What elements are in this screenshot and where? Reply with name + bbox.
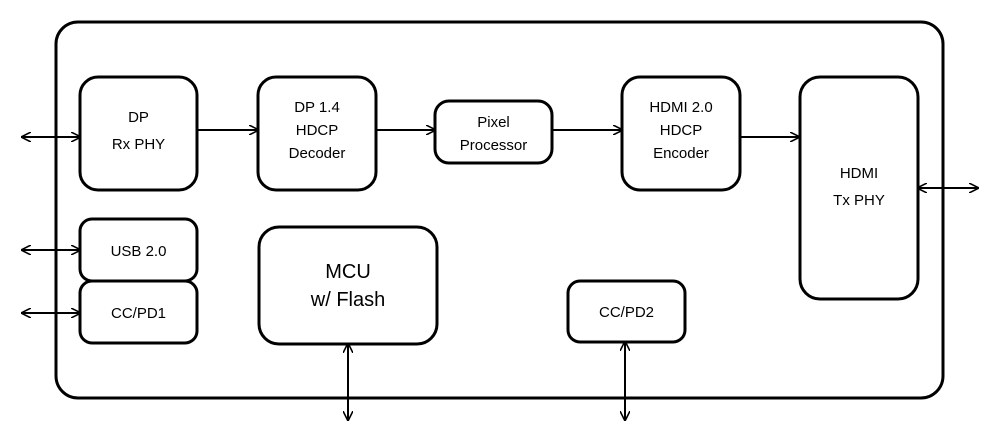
ccpd1-label: CC/PD1 <box>111 305 166 322</box>
hdmi-encoder-block: HDMI 2.0 HDCP Encoder <box>620 75 742 192</box>
hdmi-tx-phy-label-line2: Tx PHY <box>833 192 885 209</box>
hdmi-encoder-label-line2: HDCP <box>660 122 703 139</box>
dp-decoder-label-line2: HDCP <box>296 122 339 139</box>
dp-rx-phy-label-line2: Rx PHY <box>112 136 165 153</box>
ccpd2-label: CC/PD2 <box>599 304 654 321</box>
hdmi-tx-phy-block: HDMI Tx PHY <box>798 75 920 301</box>
dp-rx-phy-block: DP Rx PHY <box>78 75 199 192</box>
ccpd1-block: CC/PD1 <box>78 279 199 345</box>
mcu-label-line1: MCU <box>325 261 371 283</box>
dp-decoder-label-line1: DP 1.4 <box>294 99 340 116</box>
dp-decoder-block: DP 1.4 HDCP Decoder <box>256 75 378 192</box>
dp-decoder-label-line3: Decoder <box>289 145 346 162</box>
usb-block: USB 2.0 <box>78 217 199 283</box>
usb-label: USB 2.0 <box>111 243 167 260</box>
pixel-processor-label-line1: Pixel <box>477 114 510 131</box>
dp-rx-phy-label-line1: DP <box>128 109 149 126</box>
mcu-block: MCU w/ Flash <box>257 225 439 346</box>
hdmi-encoder-label-line1: HDMI 2.0 <box>649 99 712 116</box>
connections <box>22 130 978 420</box>
ccpd2-block: CC/PD2 <box>566 279 687 344</box>
mcu-label-line2: w/ Flash <box>310 289 385 311</box>
hdmi-encoder-label-line3: Encoder <box>653 145 709 162</box>
pixel-processor-label-line2: Processor <box>460 137 528 154</box>
hdmi-tx-phy-label-line1: HDMI <box>840 165 878 182</box>
pixel-processor-block: Pixel Processor <box>433 99 554 165</box>
